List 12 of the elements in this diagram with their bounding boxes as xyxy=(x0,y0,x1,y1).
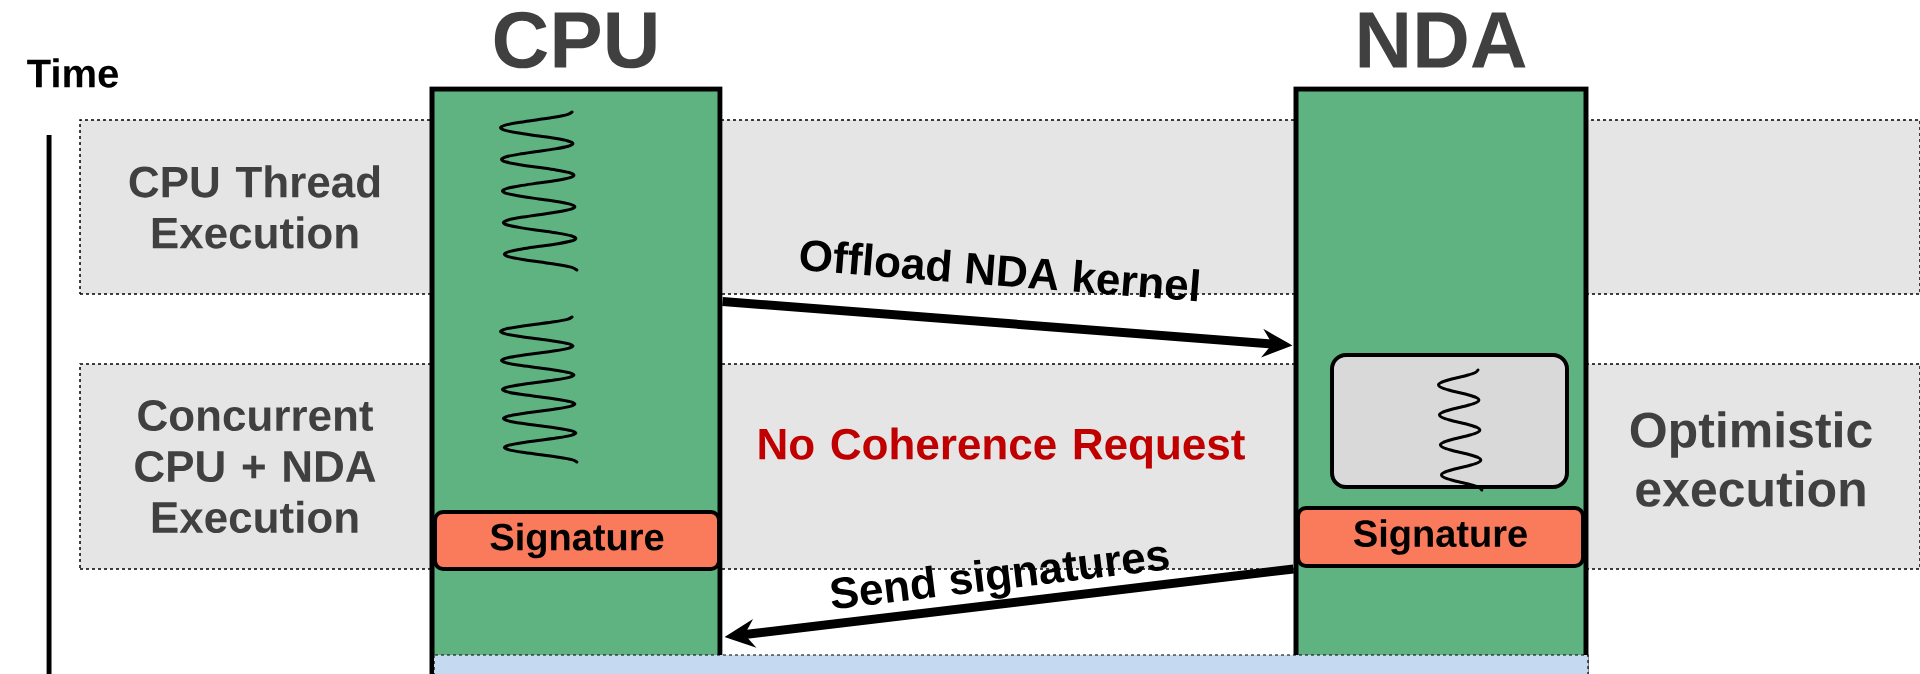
edge-label: Offload NDA kernel xyxy=(800,240,1200,302)
column-heading: NDA xyxy=(1359,12,1526,68)
note: No Coherence Request xyxy=(759,427,1245,469)
column-heading: CPU xyxy=(494,11,656,69)
signature-box: Signature xyxy=(1296,506,1585,568)
band-label: Concurrent CPU + NDA Execution xyxy=(135,399,376,534)
signature-box: Signature xyxy=(433,510,721,571)
note: Optimistic execution xyxy=(1630,411,1872,507)
process-box xyxy=(1330,353,1569,489)
band-label: CPU Thread Execution xyxy=(129,165,380,249)
axis-label: Time xyxy=(27,58,118,88)
edge-label: Send signatures xyxy=(831,546,1169,609)
